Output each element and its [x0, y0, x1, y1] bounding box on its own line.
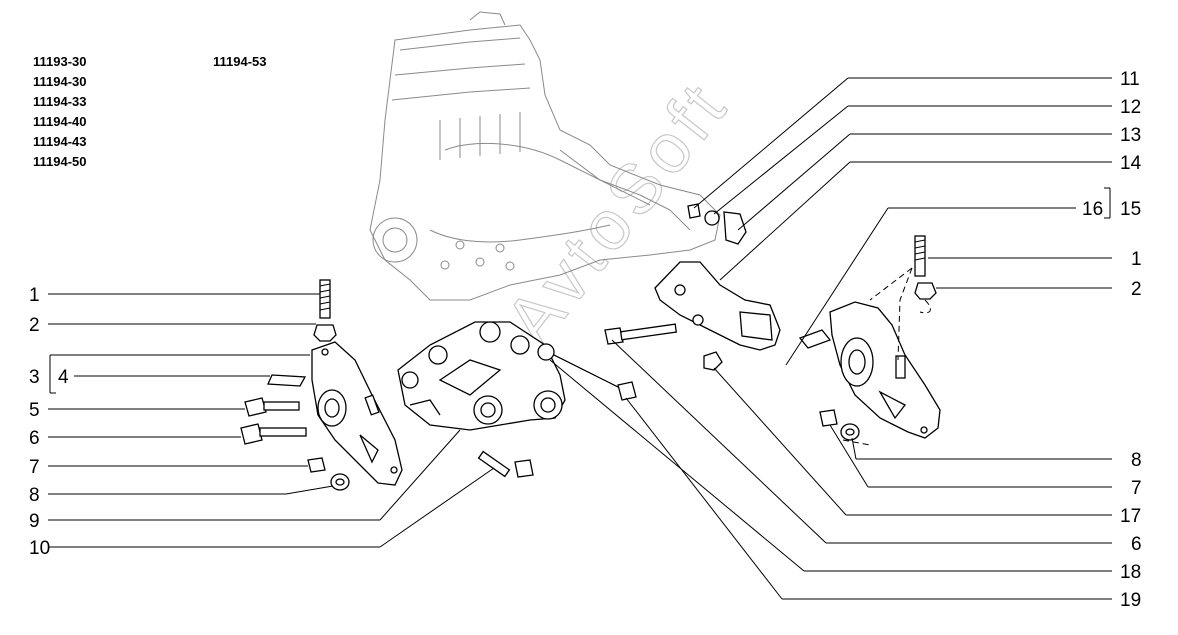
callout-1: 1: [29, 285, 40, 306]
callout-1-right: 1: [1131, 249, 1142, 270]
callout-3: 3: [29, 367, 40, 388]
callouts-right: 11 12 13 14 16 15 1 2 8 7 17 6 18 19: [1082, 69, 1142, 611]
engine-outline: [369, 11, 721, 301]
model-code: 11194-30: [33, 74, 87, 89]
gearbox-bracket: [654, 261, 781, 351]
model-code: 11194-50: [33, 154, 87, 169]
callout-7-right: 7: [1131, 478, 1142, 499]
callout-6-right: 6: [1131, 534, 1142, 555]
model-code: 11193-30: [33, 54, 87, 69]
right-mount-support: [798, 301, 941, 439]
callout-2: 2: [29, 315, 40, 336]
leader-lines: [48, 77, 1112, 600]
callout-6: 6: [29, 428, 40, 449]
fasteners: [240, 203, 937, 491]
model-codes-left: 11193-30 11194-30 11194-33 11194-40 1119…: [33, 52, 87, 172]
model-code: 11194-40: [33, 114, 87, 129]
callout-10: 10: [29, 538, 50, 559]
callout-8-right: 8: [1131, 450, 1142, 471]
model-code: 11194-43: [33, 134, 87, 149]
callout-13: 13: [1120, 125, 1141, 146]
callout-2-right: 2: [1131, 279, 1142, 300]
callout-15: 15: [1120, 199, 1141, 220]
model-code: 11194-53: [213, 54, 267, 69]
callout-14: 14: [1120, 153, 1142, 174]
model-codes-right: 11194-53: [213, 52, 267, 72]
callout-7: 7: [29, 457, 40, 478]
callout-17: 17: [1120, 506, 1141, 527]
front-bracket: [397, 321, 566, 431]
callout-5: 5: [29, 400, 40, 421]
callouts-left: 1 2 3 4 5 6 7 8 9 10: [29, 285, 69, 559]
model-code: 11194-33: [33, 94, 87, 109]
callout-19: 19: [1120, 590, 1141, 611]
callout-9: 9: [29, 511, 40, 532]
callout-8: 8: [29, 485, 40, 506]
callout-16: 16: [1082, 199, 1103, 220]
callout-12: 12: [1120, 97, 1141, 118]
callout-11: 11: [1120, 69, 1140, 90]
callout-18: 18: [1120, 562, 1141, 583]
callout-4: 4: [58, 367, 69, 388]
assembly-paths: [842, 267, 931, 446]
left-mount-support: [311, 341, 403, 486]
